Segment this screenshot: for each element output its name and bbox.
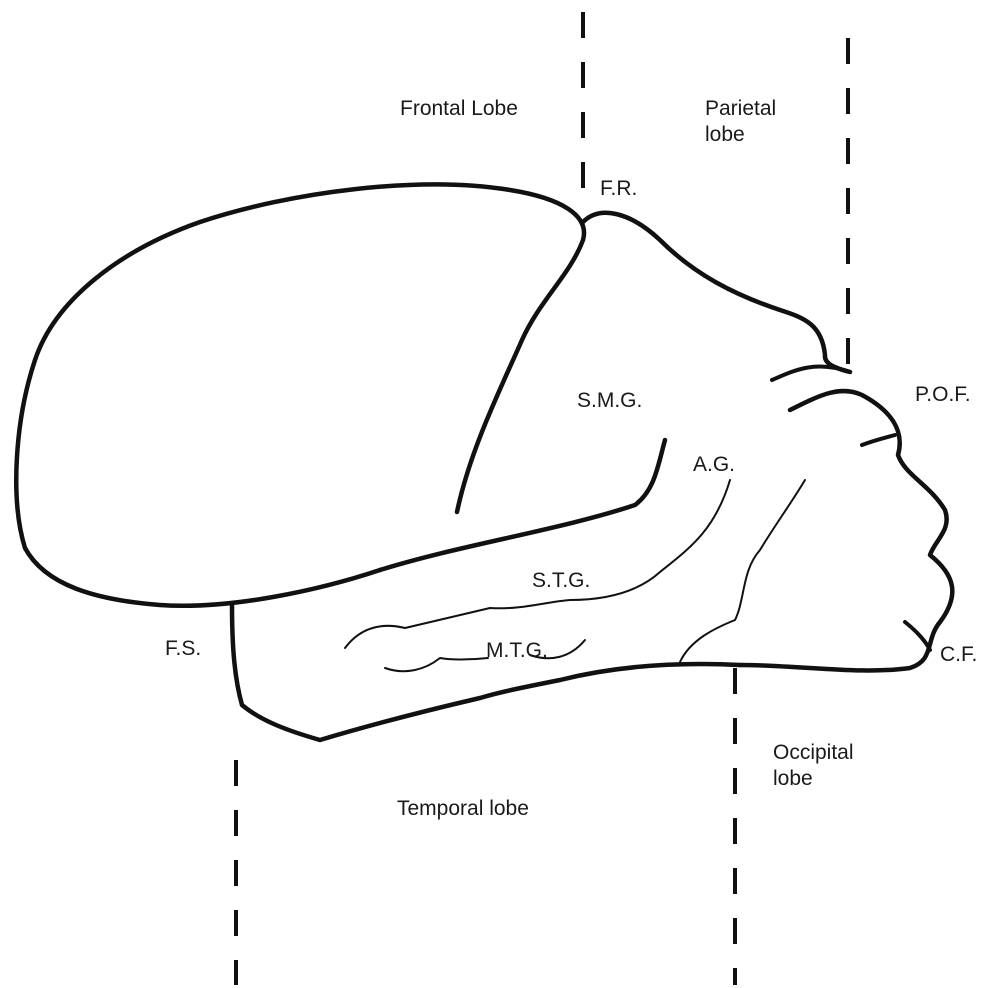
calcarine-fissure-mark — [905, 622, 930, 650]
label-ag: A.G. — [693, 452, 735, 478]
occipital-notch — [862, 435, 895, 445]
label-stg: S.T.G. — [532, 568, 590, 594]
label-pof: P.O.F. — [915, 382, 971, 408]
parietal-lobe-outline — [583, 213, 850, 372]
label-fs: F.S. — [165, 636, 201, 662]
lateral-fissure — [380, 440, 665, 570]
label-occipital-lobe-line2: lobe — [773, 766, 854, 792]
label-smg: S.M.G. — [577, 388, 642, 414]
label-mtg: M.T.G. — [486, 638, 548, 664]
frontal-lobe-outline — [16, 184, 584, 605]
label-temporal-lobe: Temporal lobe — [397, 796, 529, 822]
label-parietal-lobe-line2: lobe — [705, 122, 776, 148]
temporal-lobe-outline — [232, 605, 740, 740]
middle-temporal-sulcus-left — [385, 658, 488, 671]
occipital-boundary-curve — [680, 480, 805, 662]
label-fr: F.R. — [600, 176, 637, 202]
label-parietal-lobe-line1: Parietal — [705, 96, 776, 122]
label-parietal-lobe: Parietal lobe — [705, 96, 776, 149]
label-occipital-lobe: Occipital lobe — [773, 740, 854, 793]
label-frontal-lobe: Frontal Lobe — [400, 96, 518, 122]
label-cf: C.F. — [940, 642, 977, 668]
label-occipital-lobe-line1: Occipital — [773, 740, 854, 766]
pof-notch — [772, 367, 850, 380]
